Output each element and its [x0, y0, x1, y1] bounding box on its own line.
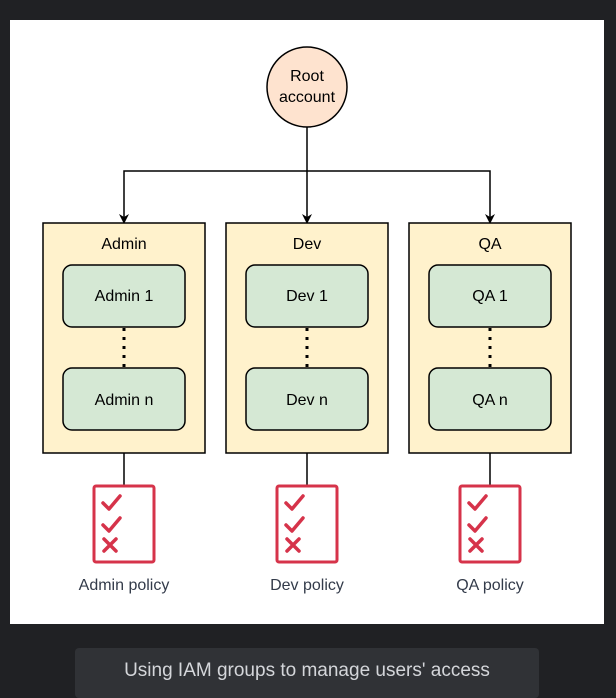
- user-qa-n-label: QA n: [472, 392, 508, 409]
- root-account-label-line1: Root: [290, 68, 324, 85]
- diagram-canvas: Root account Admin Admin 1 Admin n Dev D…: [10, 20, 604, 624]
- root-account-circle: [266, 46, 348, 128]
- root-connectors: [119, 127, 495, 224]
- group-qa-label: QA: [478, 236, 501, 253]
- user-dev-1-label: Dev 1: [286, 288, 328, 305]
- user-qa-1-box: [428, 264, 552, 328]
- group-dev-label: Dev: [293, 236, 321, 253]
- figure-caption: Using IAM groups to manage users' access: [75, 648, 539, 698]
- user-qa-n-box: [428, 367, 552, 431]
- group-dev: Dev Dev 1 Dev n: [225, 222, 389, 486]
- user-admin-1-label: Admin 1: [95, 288, 154, 305]
- user-dev-1-box: [245, 264, 369, 328]
- dev-policy-checklist-icon: [275, 484, 339, 564]
- user-dev-n-box: [245, 367, 369, 431]
- root-account-label-line2: account: [279, 89, 336, 106]
- admin-policy-checklist-icon: [92, 484, 156, 564]
- arrow-to-qa: [307, 170, 495, 224]
- user-admin-n-label: Admin n: [95, 392, 154, 409]
- user-dev-n-label: Dev n: [286, 392, 328, 409]
- group-admin: Admin Admin 1 Admin n: [42, 222, 206, 486]
- qa-policy-checklist-icon: [458, 484, 522, 564]
- qa-policy-label: QA policy: [456, 577, 524, 594]
- admin-policy-label: Admin policy: [79, 577, 170, 594]
- user-admin-1-box: [62, 264, 186, 328]
- dev-policy-label: Dev policy: [270, 577, 344, 594]
- iam-groups-diagram: Root account Admin Admin 1 Admin n Dev D…: [42, 46, 572, 594]
- user-admin-n-box: [62, 367, 186, 431]
- root-account-node: Root account: [266, 46, 348, 128]
- user-qa-1-label: QA 1: [472, 288, 508, 305]
- group-qa: QA QA 1 QA n: [408, 222, 572, 486]
- arrow-to-admin: [119, 170, 307, 224]
- group-admin-label: Admin: [101, 236, 146, 253]
